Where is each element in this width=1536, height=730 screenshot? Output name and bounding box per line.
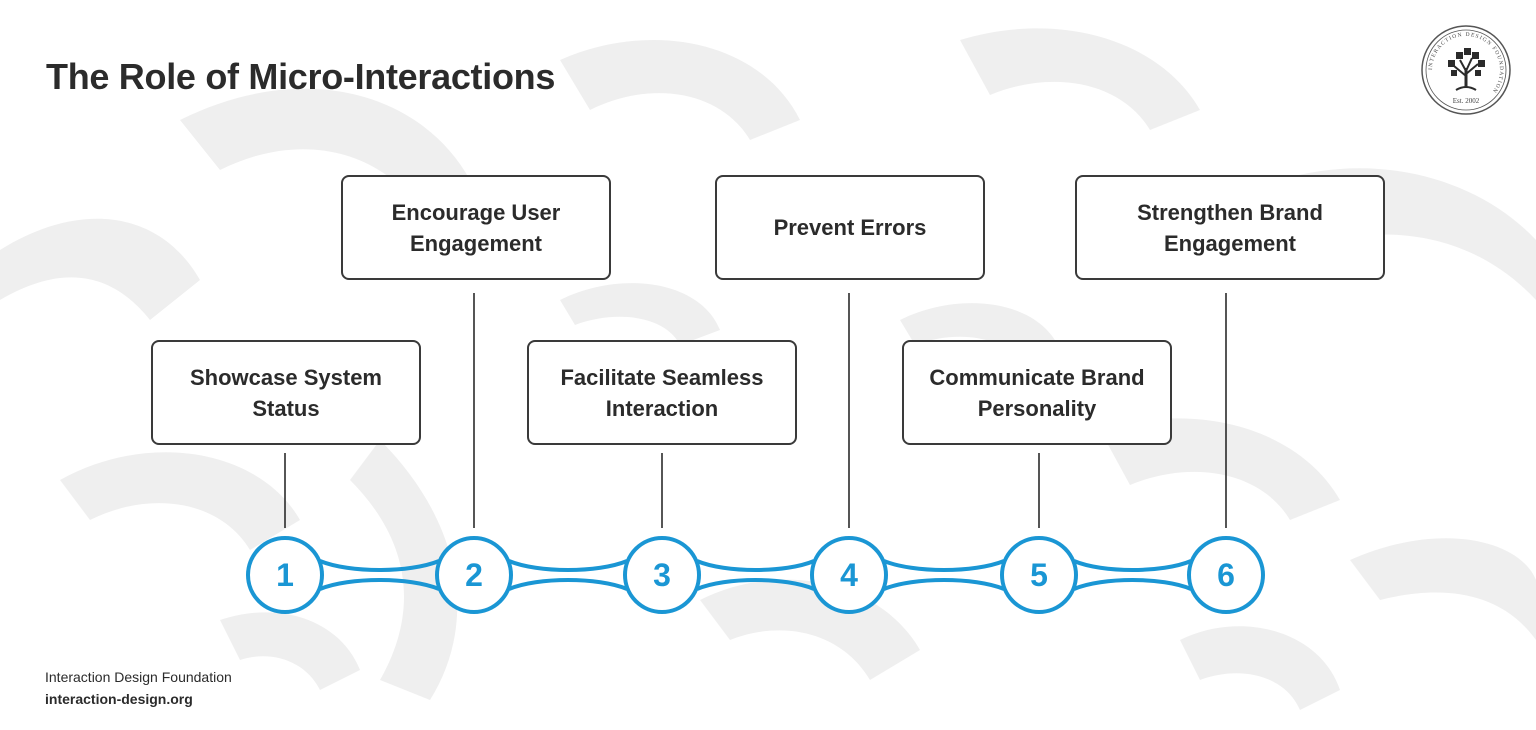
step-6-number: 6 xyxy=(1217,557,1235,593)
connector-4-5-bottom xyxy=(883,578,1005,591)
step-4-box: Prevent Errors xyxy=(715,175,985,280)
step-6-label: Strengthen Brand Engagement xyxy=(1137,199,1323,256)
page-title: The Role of Micro-Interactions xyxy=(46,56,556,97)
step-5-box: Communicate Brand Personality xyxy=(902,340,1172,445)
footer: Interaction Design Foundation interactio… xyxy=(45,666,232,710)
connector-5-6-top xyxy=(1073,559,1192,572)
connector-2-3-bottom xyxy=(508,578,628,591)
step-2-circle xyxy=(435,536,513,614)
step-5-circle xyxy=(1000,536,1078,614)
step-3-circle xyxy=(623,536,701,614)
tree-icon xyxy=(1448,48,1485,91)
step-6-circle xyxy=(1187,536,1265,614)
connector-2-3-top xyxy=(508,559,628,572)
step-1-box: Showcase System Status xyxy=(151,340,421,445)
step-3-label: Facilitate Seamless Interaction xyxy=(560,364,764,421)
step-4-label: Prevent Errors xyxy=(773,215,927,240)
footer-organization: Interaction Design Foundation xyxy=(45,669,232,685)
step-2-box: Encourage User Engagement xyxy=(341,175,611,280)
step-3-box: Facilitate Seamless Interaction xyxy=(527,340,797,445)
step-5-number: 5 xyxy=(1030,557,1048,593)
step-3-number: 3 xyxy=(653,557,671,593)
connector-5-6-bottom xyxy=(1073,578,1192,591)
step-1-label: Showcase System Status xyxy=(190,364,382,421)
connector-4-5-top xyxy=(883,559,1005,572)
step-2-label: Encourage User Engagement xyxy=(391,199,561,256)
step-1-number: 1 xyxy=(276,557,294,593)
connector-1-2-top xyxy=(319,559,440,572)
connector-1-2-bottom xyxy=(319,578,440,591)
step-6-box: Strengthen Brand Engagement xyxy=(1075,175,1385,280)
step-4-number: 4 xyxy=(840,557,858,593)
interaction-design-foundation-logo: INTERACTION DESIGN FOUNDATION Est. 2002 xyxy=(1421,25,1511,115)
footer-website: interaction-design.org xyxy=(45,691,193,707)
step-4-circle xyxy=(810,536,888,614)
step-5-label: Communicate Brand Personality xyxy=(929,364,1145,421)
connector-3-4-top xyxy=(696,559,815,572)
logo-established-text: Est. 2002 xyxy=(1453,97,1480,105)
connector-3-4-bottom xyxy=(696,578,815,591)
step-1-circle xyxy=(246,536,324,614)
step-2-number: 2 xyxy=(465,557,483,593)
